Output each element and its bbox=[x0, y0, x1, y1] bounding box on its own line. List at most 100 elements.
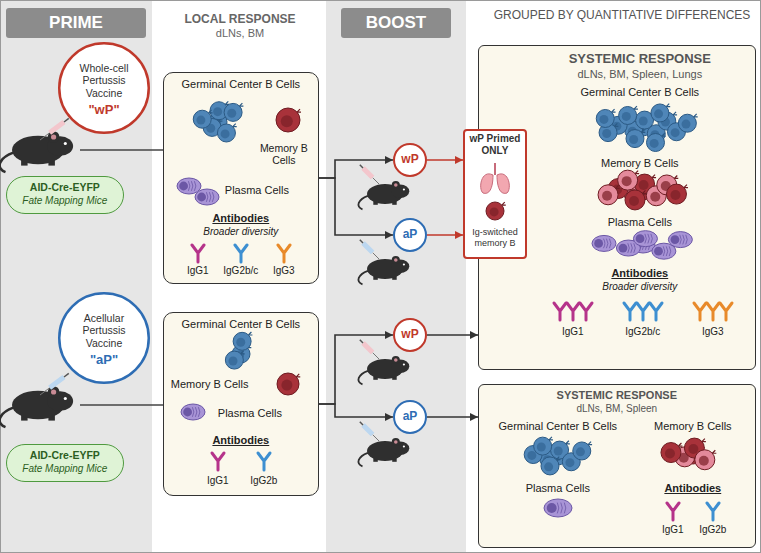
text-slot: IgG1 bbox=[548, 326, 598, 338]
callout-note: Ig-switched memory B bbox=[465, 227, 525, 248]
isotype-label: IgG1 bbox=[653, 524, 693, 536]
boost-vaccine: aP bbox=[393, 409, 427, 423]
systemic-response-box: SYSTEMIC RESPONSEdLNs, BM, SpleenGermina… bbox=[478, 384, 756, 548]
column-subheading: dLNs, BM bbox=[160, 27, 320, 40]
text-slot: BOOST bbox=[341, 13, 451, 33]
connector-arrow bbox=[427, 334, 478, 336]
text-slot: aP bbox=[393, 227, 427, 241]
text-slot: Memory B Cells bbox=[530, 157, 750, 170]
connector-arrow bbox=[319, 160, 393, 178]
antibody-icon bbox=[720, 303, 732, 320]
memory-cell bbox=[666, 184, 688, 204]
cell-label: Plasma Cells bbox=[530, 216, 750, 229]
antibody-icon bbox=[637, 303, 649, 320]
column-header-box: PRIME bbox=[6, 8, 146, 38]
plasma-cell bbox=[195, 189, 219, 205]
antibody-icon bbox=[624, 303, 636, 320]
local-response-box: Germinal Center B CellsMemory B CellsPla… bbox=[163, 312, 319, 496]
text-slot: Whole-cell Pertussis Vaccine bbox=[66, 62, 142, 99]
germinal-center-cell bbox=[225, 351, 244, 369]
boost-vaccine-circle: wP bbox=[393, 318, 427, 352]
text-slot: Plasma Cells bbox=[218, 407, 313, 420]
column-band bbox=[326, 0, 466, 553]
germinal-center-cell bbox=[626, 129, 645, 147]
memory-cell bbox=[695, 450, 717, 470]
germinal-center-cell bbox=[596, 109, 615, 127]
mouse-model: Fate Mapping Mice bbox=[6, 463, 124, 475]
cell-label: Memory B Cells bbox=[171, 378, 271, 391]
diversity-note: Broader diversity bbox=[530, 281, 750, 293]
antibody-icon bbox=[694, 303, 706, 320]
germinal-center-cell bbox=[573, 441, 592, 459]
germinal-center-cell bbox=[193, 110, 212, 128]
isotype-label: IgG1 bbox=[198, 475, 238, 487]
isotype-label: IgG3 bbox=[688, 326, 738, 338]
text-slot: SYSTEMIC RESPONSE bbox=[530, 51, 750, 66]
germinal-center-cell bbox=[618, 106, 637, 124]
antibody-heading: Antibodies bbox=[638, 482, 748, 495]
text-slot: "aP" bbox=[66, 352, 142, 367]
antibody-icon bbox=[554, 303, 566, 320]
diversity-note: Broader diversity bbox=[163, 226, 319, 238]
cell-label: Germinal Center B Cells bbox=[488, 420, 628, 433]
text-slot: LOCAL RESPONSE bbox=[160, 12, 320, 26]
text-slot: IgG1 bbox=[653, 524, 693, 536]
text-slot: IgG2b bbox=[244, 475, 284, 487]
memory-cell bbox=[277, 373, 300, 395]
text-slot: dLNs, BM, Spleen, Lungs bbox=[530, 68, 750, 81]
prime-line bbox=[80, 149, 163, 151]
text-slot: Antibodies bbox=[163, 212, 319, 225]
syringe bbox=[360, 422, 379, 441]
text-slot: Acellular Pertussis Vaccine bbox=[66, 312, 142, 349]
boost-vaccine: aP bbox=[393, 227, 427, 241]
isotype-label: IgG1 bbox=[548, 326, 598, 338]
text-slot: Germinal Center B Cells bbox=[530, 86, 750, 99]
cell-illustration bbox=[163, 72, 319, 284]
plasma-cell bbox=[181, 404, 205, 420]
cell-label: Germinal Center B Cells bbox=[163, 318, 319, 331]
germinal-center-cell bbox=[651, 103, 670, 121]
antibody-icon bbox=[707, 303, 719, 320]
text-slot: Germinal Center B Cells bbox=[163, 78, 319, 91]
text-slot: wP bbox=[393, 327, 427, 341]
text-slot: dLNs, BM bbox=[160, 27, 320, 40]
cell-label: Germinal Center B Cells bbox=[530, 86, 750, 99]
connector-arrow bbox=[427, 416, 478, 418]
plasma-cell bbox=[668, 231, 692, 247]
antibody-icon bbox=[580, 303, 592, 320]
antibody-icon bbox=[258, 453, 270, 470]
antibody-heading: Antibodies bbox=[163, 434, 319, 447]
systemic-response-box: wP Primed ONLYIg-switched memory BSYSTEM… bbox=[478, 45, 756, 370]
mouse-figure bbox=[0, 386, 73, 427]
cell-label: Plasma Cells bbox=[488, 482, 628, 495]
germinal-center-cell bbox=[217, 124, 236, 142]
vaccine-code: "wP" bbox=[66, 102, 142, 117]
germinal-center-cell bbox=[233, 332, 252, 350]
mouse-figure bbox=[358, 438, 409, 466]
plasma-cell bbox=[633, 230, 657, 246]
syringe bbox=[40, 118, 69, 140]
tissue-list: dLNs, BM, Spleen bbox=[478, 403, 756, 415]
antibody-icon bbox=[567, 303, 579, 320]
panel-title: SYSTEMIC RESPONSE bbox=[530, 51, 750, 66]
text-slot: SYSTEMIC RESPONSE bbox=[478, 389, 756, 402]
boost-vaccine-circle: aP bbox=[393, 218, 427, 252]
mouse-model: Fate Mapping Mice bbox=[6, 195, 124, 207]
cell-label: Memory B Cells bbox=[251, 142, 317, 167]
vaccine-name: Acellular Pertussis Vaccine bbox=[66, 312, 142, 349]
isotype-label: IgG2b bbox=[244, 475, 284, 487]
isotype-label: IgG2b/c bbox=[615, 326, 671, 338]
text-slot: Germinal Center B Cells bbox=[488, 420, 628, 433]
column-band bbox=[0, 0, 152, 553]
text-slot: Plasma Cells bbox=[225, 184, 315, 197]
text-slot: Antibodies bbox=[163, 434, 319, 447]
text-slot: Plasma Cells bbox=[530, 216, 750, 229]
isotype-label: IgG2b bbox=[693, 524, 733, 536]
text-slot: aP bbox=[393, 409, 427, 423]
antibody-heading: Antibodies bbox=[530, 267, 750, 280]
column-header: PRIME bbox=[6, 13, 146, 33]
lungs-icon bbox=[481, 163, 510, 193]
text-slot: GROUPED BY QUANTITATIVE DIFFERENCES bbox=[488, 8, 756, 22]
text-slot: Antibodies bbox=[530, 267, 750, 280]
mouse-figure bbox=[0, 131, 73, 172]
